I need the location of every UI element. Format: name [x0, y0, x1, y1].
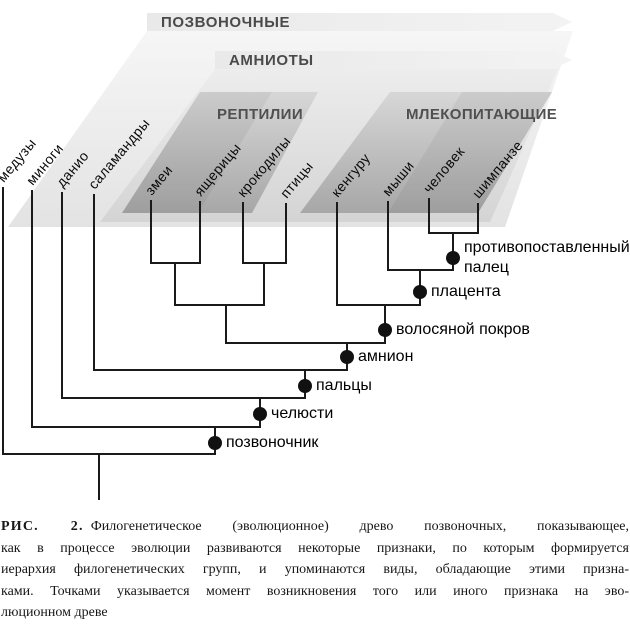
trait-label-line: амнион [358, 348, 414, 365]
trait-label-jaws: челюсти [271, 404, 333, 424]
mammals-band [300, 92, 552, 213]
trait-label-line: челюсти [271, 405, 334, 422]
trait-label-line: позвоночник [226, 434, 319, 451]
trait-label-opposable-thumb: противопоставленный палец [464, 238, 630, 278]
caption-line: как в процессе эволюции развиваются неко… [1, 540, 629, 556]
reptiles-band [122, 92, 318, 213]
vertebrates-arrow-band [147, 13, 572, 31]
trait-label-digits: пальцы [316, 376, 372, 396]
vertebrates-label: ПОЗВОНОЧНЫЕ [161, 14, 291, 31]
clade-backdrop [8, 13, 573, 227]
caption-line: иерархия филогенетических групп, и упоми… [1, 562, 629, 577]
trait-dot-opposable-thumb [446, 251, 460, 265]
amniotes-label: АМНИОТЫ [229, 52, 314, 69]
trait-dot-hair [378, 323, 392, 337]
caption-line: РИС. 2. Филогенетическое (эволюционное) д… [1, 516, 629, 538]
tree-svg [2, 187, 479, 500]
trait-label-hair: волосяной покров [396, 320, 530, 340]
amniotes-arrow-band [215, 51, 572, 69]
trait-dot-amnion [340, 350, 354, 364]
trait-label-spine: позвоночник [226, 433, 318, 453]
reptiles-band-shade [122, 92, 272, 213]
trait-dot-digits [298, 379, 312, 393]
reptiles-label: РЕПТИЛИИ [217, 106, 304, 123]
trait-label-line: пальцы [316, 377, 372, 394]
caption-figure-number: РИС. 2. [1, 519, 84, 534]
mammals-band-shade [388, 92, 552, 213]
trait-dot-placenta [413, 285, 427, 299]
caption-line: ками. Точками указывается момент возникн… [1, 583, 629, 599]
trait-label-placenta: плацента [431, 282, 501, 302]
figure-caption: РИС. 2. Филогенетическое (эволюционное) д… [1, 516, 629, 624]
trait-label-amnion: амнион [358, 347, 413, 367]
trait-label-line: волосяной покров [396, 321, 530, 338]
caption-line: люционном древе [1, 605, 108, 620]
caption-text: Филогенетическое (эволюционное) древо по… [90, 519, 629, 534]
mammals-label: МЛЕКОПИТАЮЩИЕ [406, 106, 558, 123]
trait-label-line: плацента [431, 283, 501, 300]
trait-dot-jaws [253, 407, 267, 421]
trait-dot-spine [208, 436, 222, 450]
trait-label-line: противопоставленный [464, 239, 630, 256]
trait-label-line: палец [464, 259, 509, 276]
